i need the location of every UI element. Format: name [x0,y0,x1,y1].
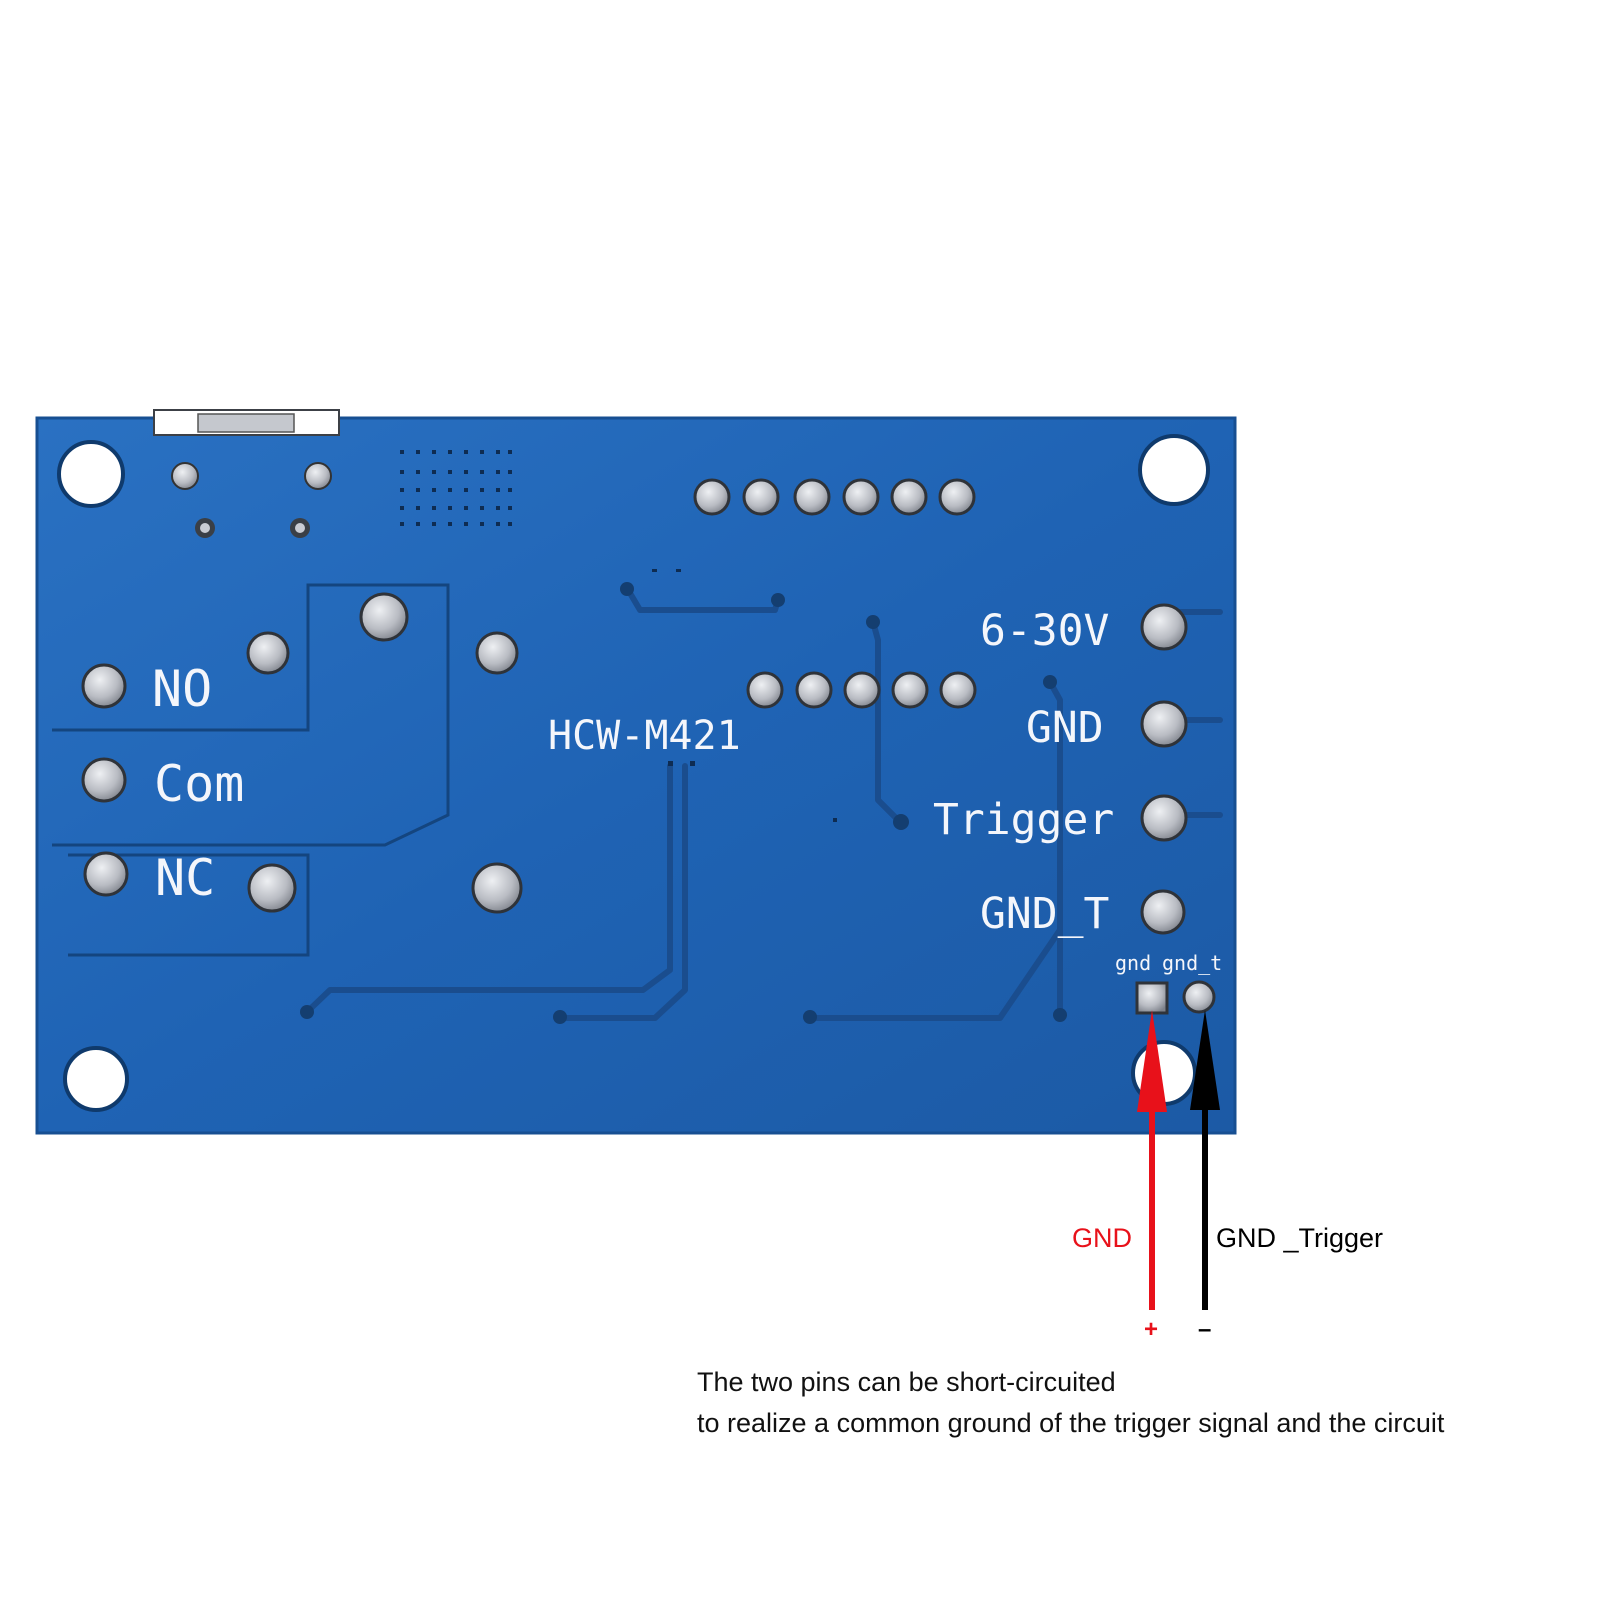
silkscreen-labels: NO Com NC HCW-M421 6-30V GND Trigger GND… [152,606,1222,975]
label-no: NO [152,660,212,718]
minus-sign: – [1198,1316,1212,1343]
header-top-pins [693,478,976,516]
explanation-note: The two pins can be short-circuited to r… [697,1362,1444,1444]
copper-traces [52,583,1223,1021]
header-middle-pins [746,671,977,709]
plus-sign: + [1144,1316,1159,1343]
label-trigger: Trigger [933,795,1114,845]
gnd-t-jumper-pad [1182,980,1216,1014]
gnd-arrow [1137,1010,1167,1310]
label-6-30v: 6-30V [980,606,1109,656]
label-jumper-gnd: gnd [1115,951,1151,975]
pcb-board [35,409,1237,1135]
through-hole-pads [81,462,1216,1024]
annotation-gnd-trigger-label: GND _Trigger [1216,1223,1383,1253]
label-nc: NC [155,849,215,907]
annotation-gnd-label: GND [1072,1223,1132,1253]
label-gnd-t: GND_T [980,889,1109,939]
smd-dot-grid [400,450,837,822]
note-line-1: The two pins can be short-circuited [697,1367,1116,1397]
label-com: Com [154,755,244,813]
label-model: HCW-M421 [548,713,741,759]
label-gnd: GND [1026,703,1104,753]
gnd-trigger-arrow [1190,1010,1220,1310]
gnd-jumper-pad [1135,981,1169,1015]
label-jumper-gnd-t: gnd_t [1162,951,1222,975]
note-line-2: to realize a common ground of the trigge… [697,1408,1445,1438]
